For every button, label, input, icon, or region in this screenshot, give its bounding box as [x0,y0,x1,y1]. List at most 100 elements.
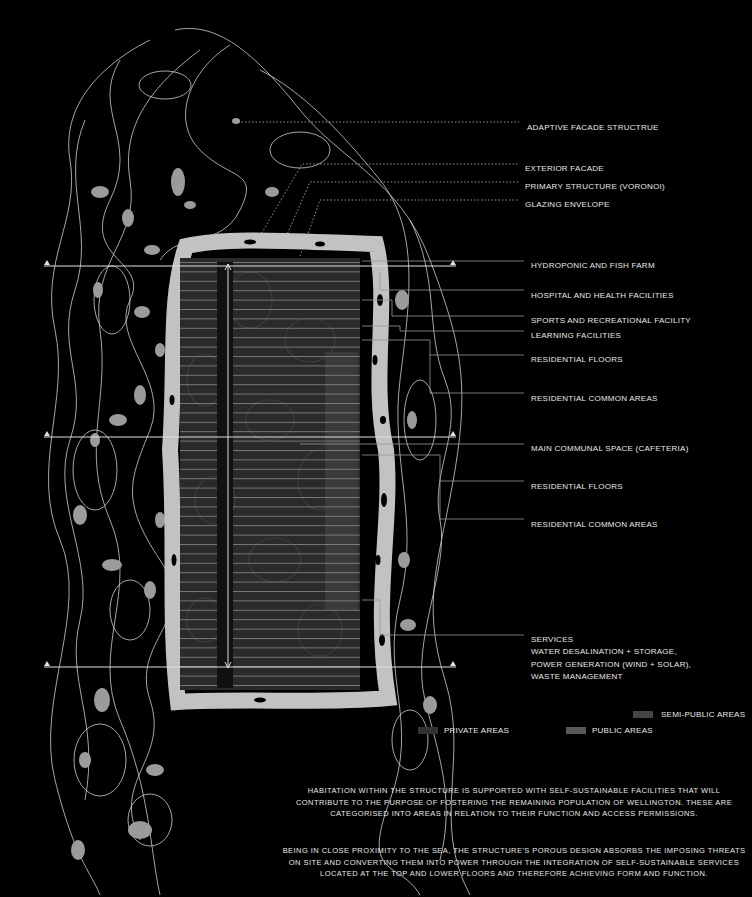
pore [244,240,256,245]
contour-line [49,40,150,895]
part-label: HOSPITAL AND HEALTH FACILITIES [531,291,674,301]
blob [232,118,240,124]
blob [128,821,152,839]
part-label: WATER DESALINATION + STORAGE, [531,647,677,657]
exterior-facade [170,240,388,702]
blob [265,187,279,197]
part-label: RESIDENTIAL FLOORS [531,482,623,492]
blob [144,581,156,599]
leader-line [440,481,524,519]
blob [171,168,185,196]
leader-line [282,182,519,246]
leader-line [300,200,519,256]
facade-pores [170,240,388,703]
blob [184,201,196,209]
contour-loop [392,710,428,770]
leader-line [362,300,524,316]
contour-loop [74,724,126,796]
pore [170,395,175,405]
contour-lines [49,28,470,895]
pore [373,355,378,365]
pore [381,493,387,507]
blob [134,385,146,405]
legend-label: PRIVATE AREAS [444,726,509,736]
pore [254,698,266,703]
legend-label: SEMI-PUBLIC AREAS [661,710,745,720]
blob [155,512,165,528]
blob [71,840,85,860]
section-markers [44,260,456,666]
blob [73,505,87,525]
part-label: WASTE MANAGEMENT [531,672,623,682]
blob [398,552,410,568]
pore [379,634,385,646]
blob [102,559,122,571]
dimension-arrow [225,264,231,270]
blob [407,411,417,429]
contour-loop [270,132,330,168]
leader-line [300,444,524,445]
contour-line [65,120,89,800]
porous-blobs [71,118,437,860]
part-label: GLAZING ENVELOPE [525,200,609,210]
section-marker [44,260,50,265]
blob [91,186,109,198]
part-label: HYDROPONIC AND FISH FARM [531,261,655,271]
description-note: BEING IN CLOSE PROXIMITY TO THE SEA, THE… [282,845,746,880]
leader-line [362,261,524,262]
leader-line [430,355,524,393]
building-section [180,258,360,690]
part-label: RESIDENTIAL COMMON AREAS [531,520,658,530]
vertical-core [217,262,233,688]
section-marker [450,661,456,666]
part-label: PRIMARY STRUCTURE (VORONOI) [525,182,665,192]
section-line [44,667,456,668]
blob [93,282,103,298]
pore [172,554,177,566]
part-label: EXTERIOR FACADE [525,164,604,174]
blob [400,619,416,631]
contour-loop [404,380,436,460]
blob [79,752,91,768]
blob [423,696,437,714]
core-dimension-line [228,264,229,668]
leader-line [362,455,524,481]
part-label: SERVICES [531,635,573,645]
contour-loop [73,430,117,510]
blob [90,433,100,447]
facade-leaders [238,122,519,256]
leader-line [238,122,519,123]
legend-swatch [566,727,586,734]
description-note: HABITATION WITHIN THE STRUCTURE IS SUPPO… [282,785,746,820]
contour-loop [139,71,191,99]
contour-loop [128,794,172,846]
leader-line [362,326,524,331]
pore [376,555,381,565]
blob [146,764,164,776]
blob [94,688,110,712]
part-label: SPORTS AND RECREATIONAL FACILITY [531,316,691,326]
contour-loop [94,266,130,334]
programme-leaders [300,261,524,635]
leader-line [362,600,524,635]
part-label: RESIDENTIAL FLOORS [531,355,623,365]
part-label: ADAPTIVE FACADE STRUCTRUE [527,123,659,133]
blob [109,414,127,426]
part-label: POWER GENERATION (WIND + SOLAR), [531,660,691,670]
legend-label: PUBLIC AREAS [592,726,653,736]
pore [315,242,325,247]
pore [380,416,386,424]
part-label: LEARNING FACILITIES [531,331,621,341]
blob [144,245,160,255]
leader-line [362,340,524,355]
legend-swatch [418,727,438,734]
section-marker [450,431,456,436]
blob [134,306,150,318]
contour-loop [110,580,150,640]
section-marker [44,661,50,666]
section-line [44,266,456,267]
section-line [44,437,456,438]
blob [155,343,165,357]
leader-line [380,272,524,290]
floor-lines [180,262,360,688]
